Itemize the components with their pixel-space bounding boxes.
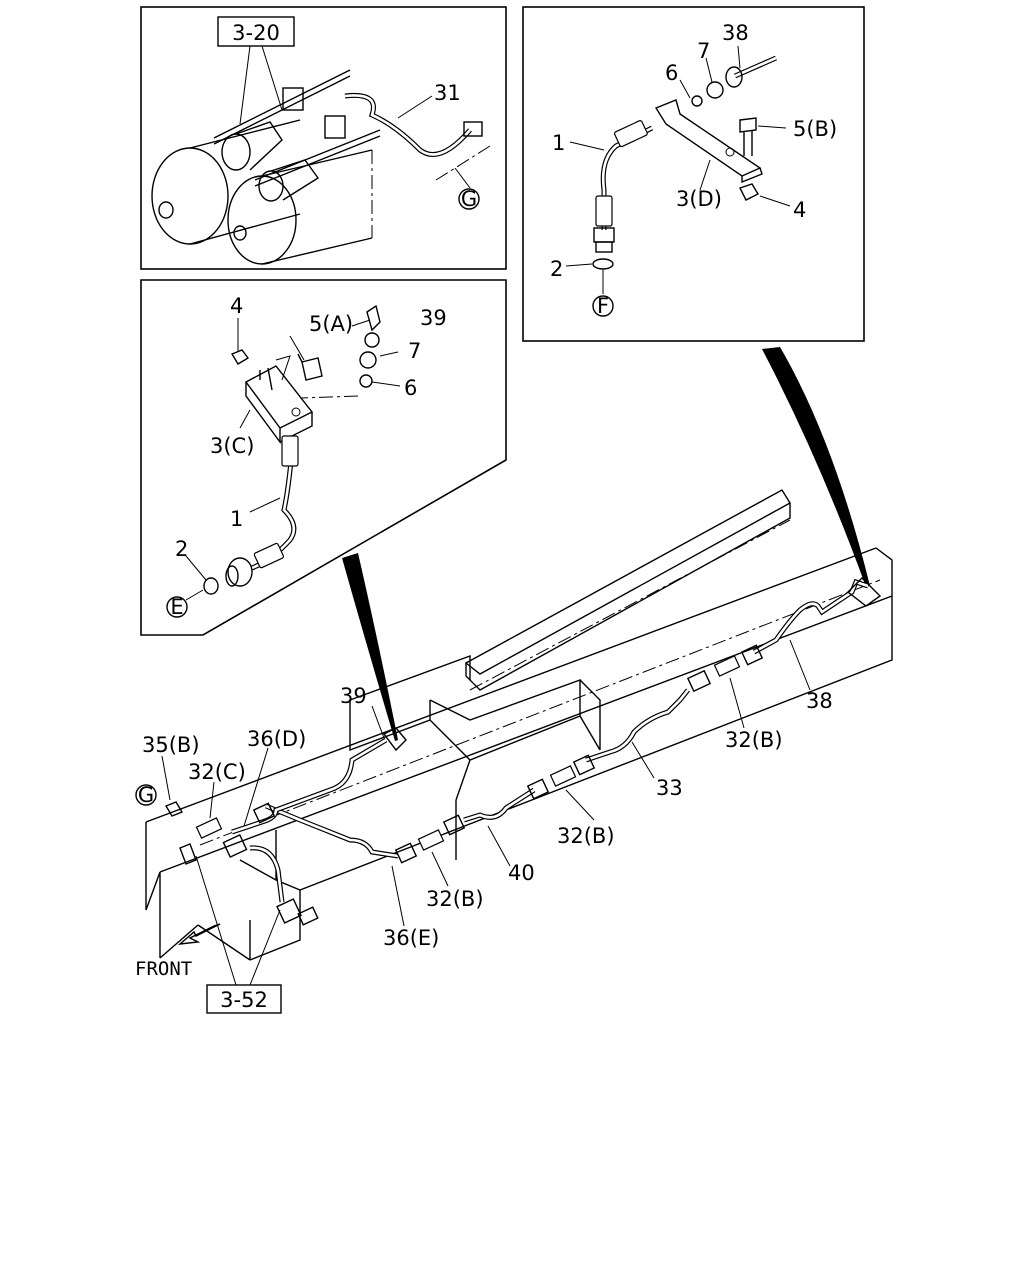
connector-f-label: F: [597, 294, 609, 318]
panel-hose-detail-f: F 38 7 6 1 5(B) 3(D) 4 2: [522, 6, 865, 342]
pipe-36d-36e: [231, 737, 399, 903]
washer-7: [359, 351, 377, 369]
pipe-end-38: [725, 55, 778, 88]
gasket-2-left: [203, 577, 219, 595]
fitting-39-main: [382, 727, 407, 752]
washer-6-right: [691, 95, 703, 107]
union-32b-middle: [526, 754, 596, 800]
connector-f: F: [592, 294, 614, 318]
ref-box-3-52: 3-52: [195, 855, 282, 1014]
label-6-right: 6: [665, 61, 678, 85]
pipe-38-main: [752, 577, 882, 655]
air-tank-left: [151, 119, 301, 245]
front-label: FRONT: [135, 958, 192, 980]
connector-g-main: G: [135, 783, 157, 807]
pipe-40: [463, 787, 536, 823]
panel-air-tanks: G 3-20 31: [140, 6, 507, 270]
label-4: 4: [230, 294, 243, 318]
label-2: 2: [175, 537, 188, 561]
label-3c: 3(C): [210, 434, 254, 458]
ref-box-3-20: 3-20: [217, 16, 295, 125]
label-1: 1: [230, 507, 243, 531]
label-40: 40: [508, 861, 535, 885]
fitting-39: [366, 304, 381, 332]
bracket-3d: [654, 99, 763, 184]
nut-35b: [164, 801, 197, 865]
label-38-main: 38: [806, 689, 833, 713]
nut-4: [230, 349, 250, 365]
union-32c: [195, 802, 319, 926]
zoom-wedge-right: [762, 347, 870, 587]
connector-g-label: G: [461, 187, 477, 211]
label-39-main: 39: [340, 684, 367, 708]
hose-1-left: [225, 435, 299, 587]
ref-3-52-label: 3-52: [220, 988, 268, 1012]
label-5a: 5(A): [309, 312, 353, 336]
nut-4-right: [739, 183, 759, 201]
chassis-frame: [145, 489, 893, 961]
bolt-5a: [297, 353, 323, 381]
connector-e: E: [166, 595, 188, 619]
pipe-33: [585, 688, 690, 763]
label-32b-middle: 32(B): [557, 824, 615, 848]
label-31: 31: [434, 81, 461, 105]
label-35b: 35(B): [142, 733, 200, 757]
label-7: 7: [408, 339, 421, 363]
zoom-wedge-left: [342, 553, 398, 741]
label-7-right: 7: [697, 39, 710, 63]
label-2-right: 2: [550, 257, 563, 281]
connector-e-label: E: [170, 595, 183, 619]
label-32b-front: 32(B): [426, 887, 484, 911]
washer-6: [359, 374, 373, 388]
union-32b-rear: [686, 644, 764, 693]
label-1-right: 1: [552, 131, 565, 155]
hose-1-right: [593, 120, 654, 253]
air-tank-right: [227, 149, 373, 265]
gasket-2-right: [592, 258, 614, 270]
connector-g-top: G: [458, 187, 480, 211]
label-3d: 3(D): [676, 187, 722, 211]
label-33: 33: [656, 776, 683, 800]
bolt-5b: [739, 117, 757, 156]
label-38-right: 38: [722, 21, 749, 45]
label-32b-rear: 32(B): [725, 728, 783, 752]
label-32c: 32(C): [188, 760, 246, 784]
washer-7-right: [706, 81, 724, 99]
bracket-3c: [244, 365, 314, 445]
connector-g-main-label: G: [138, 783, 154, 807]
label-6: 6: [404, 376, 417, 400]
panel-hose-detail-e: E 4 5(A) 39 7 6 3(C) 1 2: [140, 279, 507, 636]
label-5b: 5(B): [793, 117, 837, 141]
label-4-right: 4: [793, 198, 806, 222]
union-32b-front: [394, 814, 466, 864]
front-arrow: FRONT: [135, 923, 221, 980]
ref-3-20-label: 3-20: [232, 21, 280, 45]
label-36e: 36(E): [383, 926, 439, 950]
label-39: 39: [420, 306, 447, 330]
label-36d: 36(D): [247, 727, 306, 751]
